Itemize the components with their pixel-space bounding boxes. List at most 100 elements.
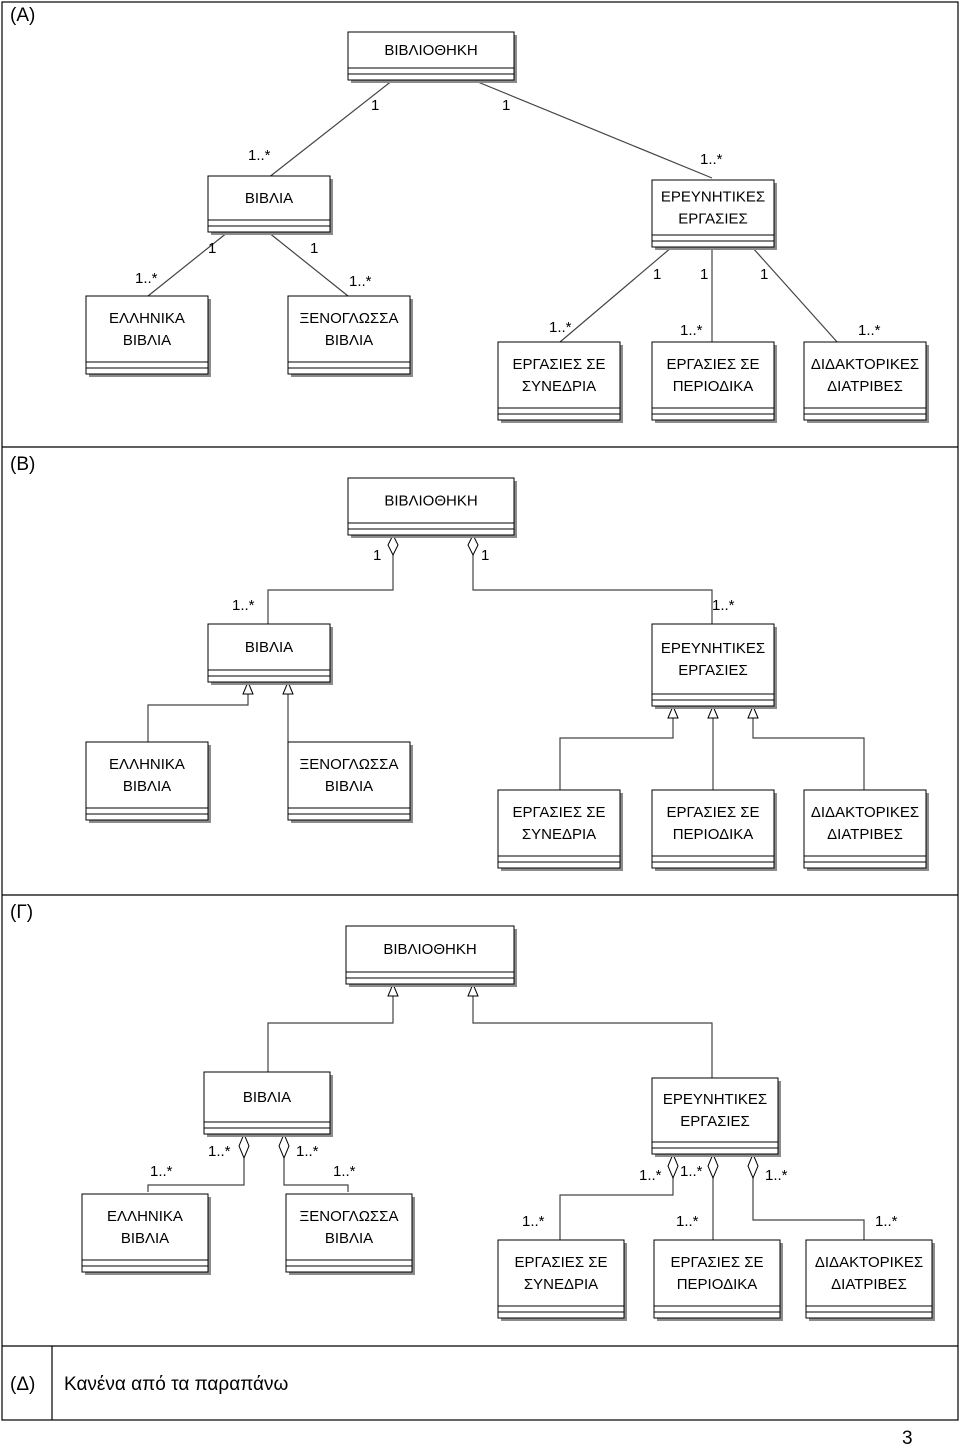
option-d-text: Κανένα από τα παραπάνω <box>64 1374 289 1395</box>
books-class: ΒΙΒΛΙΑ <box>207 175 333 235</box>
journal-papers-class-label: ΠΕΡΙΟΔΙΚΑ <box>673 826 754 843</box>
journal-papers-class: ΕΡΓΑΣΙΕΣ ΣΕ ΠΕΡΙΟΔΙΚΑ <box>651 341 777 423</box>
multiplicity-label: 1 <box>760 266 768 283</box>
section-tag-c: (Γ) <box>10 902 33 923</box>
research-works-class-label: ΕΡΕΥΝΗΤΙΚΕΣ <box>661 640 765 657</box>
dissertations-class-label: ΔΙΔΑΚΤΟΡΙΚΕΣ <box>811 804 919 821</box>
journal-papers-class-label: ΠΕΡΙΟΔΙΚΑ <box>677 1276 758 1293</box>
multiplicity-label: 1 <box>653 266 661 283</box>
inheritance-triangle-icon <box>707 704 719 719</box>
connector-lines <box>147 79 865 1240</box>
greek-books-class-label: ΒΙΒΛΙΑ <box>123 332 171 349</box>
conference-papers-class-label: ΣΥΝΕΔΡΙΑ <box>522 826 596 843</box>
research-works-class-label: ΕΡΓΑΣΙΕΣ <box>680 1113 750 1130</box>
foreign-books-class-label: ΞΕΝΟΓΛΩΣΣΑ <box>300 756 399 773</box>
multiplicity-label: 1..* <box>522 1213 545 1230</box>
multiplicity-label: 1..* <box>208 1143 231 1160</box>
books-class-label: ΒΙΒΛΙΑ <box>245 190 293 207</box>
research-works-class-label: ΕΡΓΑΣΙΕΣ <box>678 211 748 228</box>
greek-books-class: ΕΛΛΗΝΙΚΑ ΒΙΒΛΙΑ <box>85 741 211 823</box>
section-tag-b: (Β) <box>10 454 35 475</box>
aggregation-diamond-icon <box>667 1152 679 1180</box>
multiplicity-label: 1..* <box>712 597 735 614</box>
multiplicity-label: 1..* <box>248 147 271 164</box>
aggregation-diamond-icon <box>387 533 399 557</box>
greek-books-class-label: ΕΛΛΗΝΙΚΑ <box>109 310 185 327</box>
library-class-label: ΒΙΒΛΙΟΘΗΚΗ <box>384 493 477 510</box>
multiplicity-label: 1..* <box>858 322 881 339</box>
research-works-class-label: ΕΡΕΥΝΗΤΙΚΕΣ <box>663 1091 767 1108</box>
books-class-label: ΒΙΒΛΙΑ <box>243 1089 291 1106</box>
section-tag-a: (Α) <box>10 5 35 26</box>
library-class: ΒΙΒΛΙΟΘΗΚΗ <box>347 31 517 83</box>
conference-papers-class-label: ΣΥΝΕΔΡΙΑ <box>522 378 596 395</box>
foreign-books-class-label: ΒΙΒΛΙΑ <box>325 332 373 349</box>
multiplicity-label: 1..* <box>875 1213 898 1230</box>
greek-books-class: ΕΛΛΗΝΙΚΑ ΒΙΒΛΙΑ <box>81 1193 211 1275</box>
research-works-class-label: ΕΡΕΥΝΗΤΙΚΕΣ <box>661 189 765 206</box>
foreign-books-class-label: ΞΕΝΟΓΛΩΣΣΑ <box>300 1208 399 1225</box>
journal-papers-class: ΕΡΓΑΣΙΕΣ ΣΕ ΠΕΡΙΟΔΙΚΑ <box>651 789 777 871</box>
multiplicity-label: 1..* <box>296 1143 319 1160</box>
multiplicity-label: 1..* <box>150 1163 173 1180</box>
uml-markers <box>238 533 759 1180</box>
multiplicity-label: 1 <box>502 97 510 114</box>
dissertations-class-label: ΔΙΔΑΚΤΟΡΙΚΕΣ <box>811 356 919 373</box>
conference-papers-class-label: ΣΥΝΕΔΡΙΑ <box>524 1276 598 1293</box>
aggregation-diamond-icon <box>707 1152 719 1180</box>
section-frames <box>1 1 959 1421</box>
greek-books-class-label: ΒΙΒΛΙΑ <box>123 778 171 795</box>
greek-books-class-label: ΕΛΛΗΝΙΚΑ <box>107 1208 183 1225</box>
multiplicity-label: 1..* <box>639 1167 662 1184</box>
multiplicity-label: 1..* <box>676 1213 699 1230</box>
dissertations-class-label: ΔΙΑΤΡΙΒΕΣ <box>831 1276 907 1293</box>
aggregation-diamond-icon <box>467 533 479 557</box>
dissertations-class-label: ΔΙΑΤΡΙΒΕΣ <box>827 826 903 843</box>
inheritance-triangle-icon <box>747 704 759 719</box>
multiplicity-label: 1 <box>208 240 216 257</box>
dissertations-class: ΔΙΔΑΚΤΟΡΙΚΕΣ ΔΙΑΤΡΙΒΕΣ <box>803 789 929 871</box>
books-class: ΒΙΒΛΙΑ <box>203 1071 333 1137</box>
dissertations-class-label: ΔΙΑΤΡΙΒΕΣ <box>827 378 903 395</box>
journal-papers-class-label: ΕΡΓΑΣΙΕΣ ΣΕ <box>670 1254 763 1271</box>
journal-papers-class-label: ΠΕΡΙΟΔΙΚΑ <box>673 378 754 395</box>
multiplicity-label: 1..* <box>333 1163 356 1180</box>
conference-papers-class: ΕΡΓΑΣΙΕΣ ΣΕ ΣΥΝΕΔΡΙΑ <box>497 1239 627 1321</box>
conference-papers-class-label: ΕΡΓΑΣΙΕΣ ΣΕ <box>514 1254 607 1271</box>
multiplicity-label: 1 <box>373 547 381 564</box>
aggregation-diamond-icon <box>238 1132 250 1160</box>
aggregation-diamond-icon <box>278 1132 290 1160</box>
multiplicity-label: 1..* <box>232 597 255 614</box>
multiplicity-label: 1..* <box>680 322 703 339</box>
library-class: ΒΙΒΛΙΟΘΗΚΗ <box>347 477 517 538</box>
journal-papers-class-label: ΕΡΓΑΣΙΕΣ ΣΕ <box>666 804 759 821</box>
dissertations-class: ΔΙΔΑΚΤΟΡΙΚΕΣ ΔΙΑΤΡΙΒΕΣ <box>803 341 929 423</box>
multiplicity-label: 1 <box>481 547 489 564</box>
research-works-class: ΕΡΕΥΝΗΤΙΚΕΣ ΕΡΓΑΣΙΕΣ <box>651 179 777 250</box>
journal-papers-class-label: ΕΡΓΑΣΙΕΣ ΣΕ <box>666 356 759 373</box>
multiplicity-label: 1..* <box>135 270 158 287</box>
multiplicity-label: 1..* <box>349 273 372 290</box>
aggregation-diamond-icon <box>747 1152 759 1180</box>
greek-books-class-label: ΕΛΛΗΝΙΚΑ <box>109 756 185 773</box>
class-boxes: ΒΙΒΛΙΟΘΗΚΗ ΒΙΒΛΙΑ ΕΡΕΥΝΗΤΙΚΕΣ ΕΡΓΑΣΙΕΣ ΕΛΛΗΝ… <box>81 31 935 1321</box>
multiplicity-label: 1 <box>310 240 318 257</box>
conference-papers-class-label: ΕΡΓΑΣΙΕΣ ΣΕ <box>512 356 605 373</box>
library-class: ΒΙΒΛΙΟΘΗΚΗ <box>345 925 517 987</box>
page-number: 3 <box>902 1428 913 1448</box>
multiplicity-label: 1 <box>700 266 708 283</box>
foreign-books-class-label: ΒΙΒΛΙΑ <box>325 1230 373 1247</box>
greek-books-class-label: ΒΙΒΛΙΑ <box>121 1230 169 1247</box>
library-class-label: ΒΙΒΛΙΟΘΗΚΗ <box>384 42 477 59</box>
journal-papers-class: ΕΡΓΑΣΙΕΣ ΣΕ ΠΕΡΙΟΔΙΚΑ <box>653 1239 783 1321</box>
conference-papers-class: ΕΡΓΑΣΙΕΣ ΣΕ ΣΥΝΕΔΡΙΑ <box>497 341 623 423</box>
inheritance-triangle-icon <box>667 704 679 719</box>
multiplicity-label: 1..* <box>680 1163 703 1180</box>
conference-papers-class-label: ΕΡΓΑΣΙΕΣ ΣΕ <box>512 804 605 821</box>
multiplicity-label: 1..* <box>549 319 572 336</box>
